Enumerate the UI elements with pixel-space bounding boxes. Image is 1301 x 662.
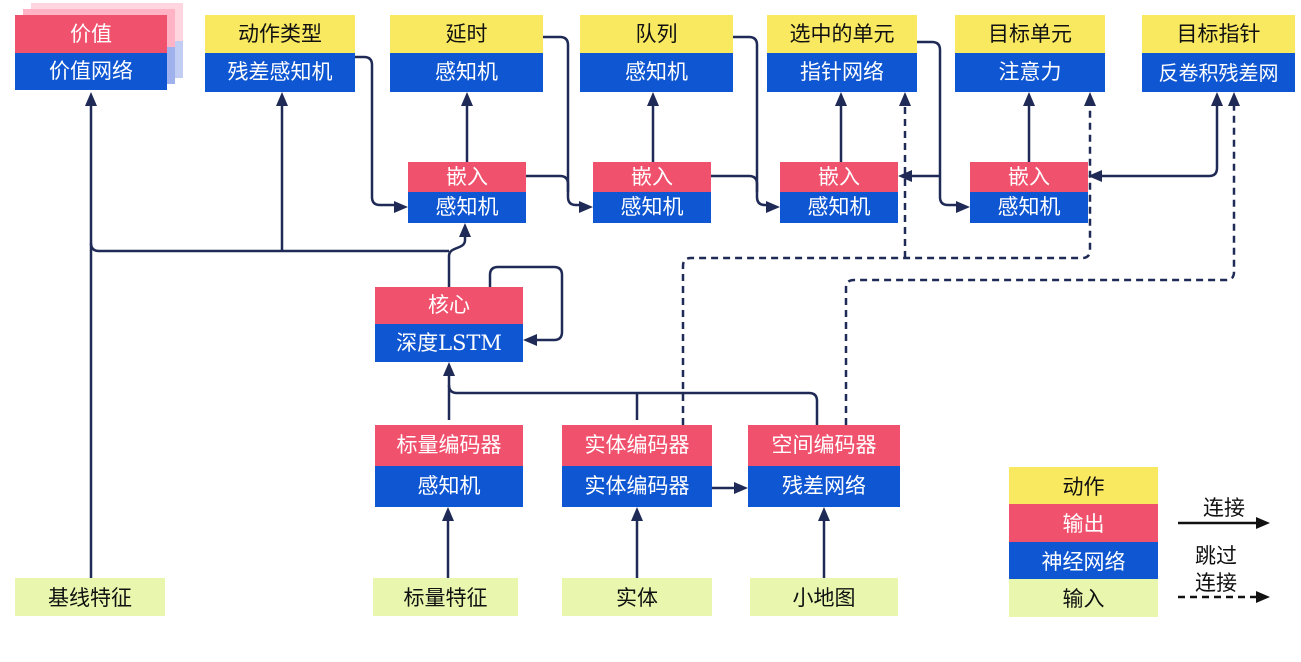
node-embed3-header: 嵌入 (780, 162, 898, 192)
node-selected-units-header: 选中的单元 (767, 15, 917, 53)
arrowhead-into-core-right (523, 334, 537, 346)
arrowhead-into-value (85, 92, 97, 106)
input-entities: 实体 (562, 578, 712, 616)
node-embed3: 嵌入 感知机 (780, 162, 898, 223)
arrowhead-into-embed3-left (766, 201, 780, 213)
node-embed2-header: 嵌入 (593, 162, 711, 192)
node-action-type-header: 动作类型 (205, 15, 355, 53)
arrowhead-into-embed1-left (394, 201, 408, 213)
legend-dashed-arrowhead (1256, 591, 1270, 603)
arrowhead-into-entity-encoder (631, 507, 643, 521)
arrowhead-skip-into-target-pointer (1228, 92, 1240, 106)
node-embed2-body: 感知机 (593, 192, 711, 223)
skip-entity-encoder-to-target-unit (681, 106, 1092, 425)
node-scalar-encoder-header: 标量编码器 (375, 425, 523, 466)
node-embed4-body: 感知机 (970, 192, 1088, 223)
arrowhead-into-embed4-left (956, 201, 970, 213)
arrowhead-into-spatial-left (734, 482, 748, 494)
node-scalar-encoder: 标量编码器 感知机 (375, 425, 523, 507)
node-entity-encoder-header: 实体编码器 (562, 425, 712, 466)
node-target-pointer: 目标指针 反卷积残差网 (1142, 15, 1295, 92)
node-embed1-header: 嵌入 (408, 162, 526, 192)
legend-skip-label-line2: 连接 (1195, 571, 1237, 595)
arrowhead-skip-into-selected-units (899, 92, 911, 106)
edge-selected-units-to-embed4 (917, 40, 956, 207)
node-scalar-encoder-body: 感知机 (375, 466, 523, 507)
node-delay-body: 感知机 (390, 53, 543, 92)
legend-connection-label: 连接 (1203, 496, 1245, 520)
edge-embed1-to-embed2 (526, 174, 570, 192)
edge-action-type-to-embed1 (355, 55, 394, 207)
legend-skip-label-line1: 跳过 (1195, 544, 1237, 568)
legend-input: 输入 (1009, 579, 1158, 617)
node-core-header: 核心 (375, 287, 523, 324)
node-embed4: 嵌入 感知机 (970, 162, 1088, 223)
node-core: 核心 深度LSTM (375, 287, 523, 362)
legend-output: 输出 (1009, 504, 1158, 542)
node-action-type: 动作类型 残差感知机 (205, 15, 355, 92)
node-embed4-header: 嵌入 (970, 162, 1088, 192)
edge-core-self-loop (488, 265, 564, 342)
edge-spatial-encoder-to-core (447, 384, 819, 425)
node-selected-units-body: 指针网络 (767, 53, 917, 92)
edge-core-to-embed1 (447, 237, 467, 287)
node-value: 价值 价值网络 (15, 15, 167, 90)
legend-action: 动作 (1009, 467, 1158, 504)
arrowhead-into-scalar-encoder (442, 507, 454, 521)
skip-spatial-encoder-to-target-pointer (844, 106, 1236, 425)
input-baseline-features: 基线特征 (15, 578, 165, 616)
node-embed1-body: 感知机 (408, 192, 526, 223)
edge-embed4-to-target-pointer (1102, 106, 1219, 178)
legend-solid-arrowhead (1256, 517, 1270, 529)
node-embed3-body: 感知机 (780, 192, 898, 223)
edge-queue-to-embed3 (733, 35, 766, 207)
node-entity-encoder-body: 实体编码器 (562, 466, 712, 507)
node-spatial-encoder-body: 残差网络 (748, 466, 900, 507)
arrowhead-into-embed3-right (898, 170, 912, 182)
node-target-unit: 目标单元 注意力 (955, 15, 1105, 92)
arrowhead-into-embed2-left (579, 201, 593, 213)
node-target-unit-body: 注意力 (955, 53, 1105, 92)
node-target-pointer-body: 反卷积残差网 (1142, 53, 1295, 92)
node-embed2: 嵌入 感知机 (593, 162, 711, 223)
node-target-pointer-header: 目标指针 (1142, 15, 1295, 53)
arrowhead-skip-into-target-unit (1084, 92, 1096, 106)
node-value-body: 价值网络 (15, 53, 167, 90)
arrowhead-into-queue (647, 92, 659, 106)
arrowhead-into-embed4-right (1088, 170, 1102, 182)
node-queue-header: 队列 (580, 15, 733, 53)
node-delay-header: 延时 (390, 15, 543, 53)
node-selected-units: 选中的单元 指针网络 (767, 15, 917, 92)
arrowhead-into-spatial-encoder (818, 507, 830, 521)
node-spatial-encoder-header: 空间编码器 (748, 425, 900, 466)
edge-embed2-to-embed3 (711, 174, 759, 192)
input-minimap: 小地图 (750, 578, 898, 616)
arrowhead-into-target-pointer (1211, 92, 1223, 106)
node-queue-body: 感知机 (580, 53, 733, 92)
node-value-header: 价值 (15, 15, 167, 53)
node-queue: 队列 感知机 (580, 15, 733, 92)
arrowhead-into-selected-units (835, 92, 847, 106)
edge-delay-to-embed2 (543, 35, 579, 207)
input-scalar-features: 标量特征 (373, 578, 518, 616)
node-spatial-encoder: 空间编码器 残差网络 (748, 425, 900, 507)
legend-network: 神经网络 (1009, 542, 1158, 579)
node-embed1: 嵌入 感知机 (408, 162, 526, 223)
arrowhead-into-core-bottom (443, 362, 455, 376)
arrowhead-into-delay (461, 92, 473, 106)
node-entity-encoder: 实体编码器 实体编码器 (562, 425, 712, 507)
node-action-type-body: 残差感知机 (205, 53, 355, 92)
edge-trunk-horizontal (89, 242, 449, 253)
arrowhead-into-action-type (276, 92, 288, 106)
node-target-unit-header: 目标单元 (955, 15, 1105, 53)
node-delay: 延时 感知机 (390, 15, 543, 92)
node-core-body: 深度LSTM (375, 324, 523, 362)
arrowhead-into-embed1-bottom (459, 223, 471, 237)
arrowhead-into-target-unit (1023, 92, 1035, 106)
